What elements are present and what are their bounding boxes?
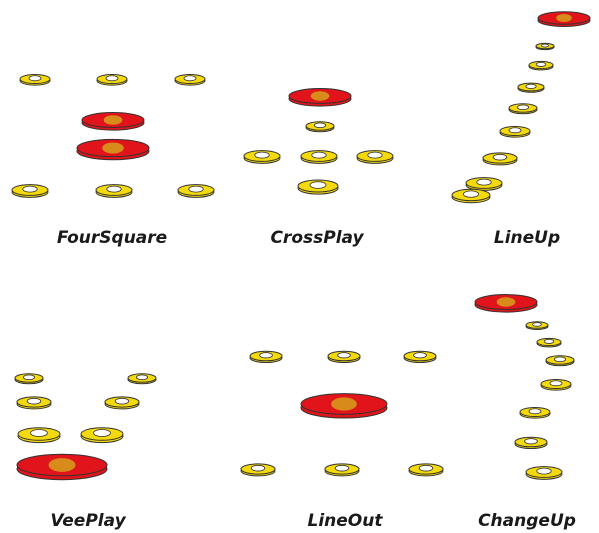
yellow-disc-lineout-0 [249, 350, 283, 364]
yellow-disc-changeup-4 [540, 379, 572, 391]
red-disc-crossplay-0 [288, 88, 352, 107]
yellow-disc-changeup-2 [536, 337, 562, 348]
label-lineout: LineOut [307, 511, 383, 531]
yellow-disc-crossplay-4 [356, 150, 394, 164]
yellow-disc-crossplay-5 [297, 179, 339, 195]
yellow-disc-lineout-5 [324, 463, 360, 477]
label-changeup: ChangeUp [478, 511, 576, 531]
yellow-disc-lineup-4 [508, 103, 538, 115]
red-disc-lineout-3 [300, 393, 388, 419]
yellow-disc-veeplay-4 [17, 427, 61, 444]
yellow-disc-changeup-6 [514, 436, 548, 450]
yellow-disc-changeup-7 [525, 466, 563, 480]
red-disc-lineup-0 [537, 11, 591, 27]
red-disc-changeup-0 [474, 294, 538, 313]
label-veeplay: VeePlay [50, 511, 126, 531]
yellow-disc-veeplay-2 [16, 396, 52, 410]
yellow-disc-foursquare-5 [11, 184, 49, 198]
yellow-disc-veeplay-1 [127, 373, 157, 385]
yellow-disc-veeplay-0 [14, 373, 44, 385]
yellow-disc-changeup-1 [525, 321, 549, 330]
yellow-disc-changeup-3 [545, 355, 575, 367]
discs-layer [11, 11, 591, 481]
yellow-disc-foursquare-2 [174, 74, 206, 86]
yellow-disc-lineout-1 [327, 350, 361, 364]
yellow-disc-lineup-7 [465, 177, 503, 191]
yellow-disc-foursquare-7 [177, 184, 215, 198]
yellow-disc-crossplay-2 [243, 150, 281, 164]
yellow-disc-veeplay-5 [80, 427, 124, 444]
yellow-disc-crossplay-1 [305, 121, 335, 133]
yellow-disc-lineout-6 [408, 463, 444, 477]
label-lineup: LineUp [493, 228, 561, 248]
yellow-disc-lineup-3 [517, 82, 545, 93]
red-disc-foursquare-4 [76, 138, 150, 161]
yellow-disc-lineout-2 [403, 350, 437, 364]
red-disc-foursquare-3 [81, 112, 145, 131]
yellow-disc-foursquare-0 [19, 74, 51, 86]
yellow-disc-changeup-5 [519, 407, 551, 419]
yellow-disc-foursquare-1 [96, 74, 128, 86]
yellow-disc-lineup-6 [482, 152, 518, 166]
label-foursquare: FourSquare [56, 228, 168, 248]
yellow-disc-veeplay-3 [104, 396, 140, 410]
yellow-disc-lineup-5 [499, 126, 531, 138]
yellow-disc-foursquare-6 [95, 184, 133, 198]
red-disc-veeplay-6 [16, 453, 108, 481]
label-crossplay: CrossPlay [270, 228, 364, 248]
yellow-disc-crossplay-3 [300, 150, 338, 164]
yellow-disc-lineup-8 [451, 188, 491, 204]
yellow-disc-lineup-1 [535, 42, 555, 51]
yellow-disc-lineup-2 [528, 60, 554, 71]
yellow-disc-lineout-4 [240, 463, 276, 477]
